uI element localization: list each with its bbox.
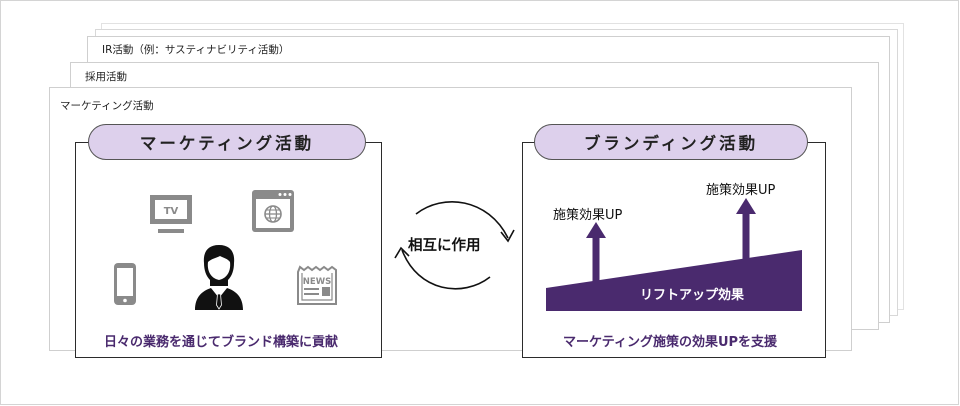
marketing-title: マーケティング活動 (139, 134, 315, 153)
browser-globe-icon (252, 190, 294, 232)
businessman-icon (195, 245, 243, 310)
lift-up-label: リフトアップ効果 (640, 288, 745, 303)
marketing-title-pill: マーケティング活動 (88, 124, 366, 160)
up-arrow-icon-1 (586, 222, 606, 286)
layer-label-recruit: 採用活動 (85, 71, 127, 83)
mutual-interaction-label: 相互に作用 (408, 238, 481, 254)
layer-label-marketing: マーケティング活動 (60, 100, 154, 112)
up-arrow-icon-2 (736, 198, 756, 262)
newspaper-icon: NEWS (297, 265, 337, 305)
smartphone-icon (114, 263, 136, 305)
cycle-arrows-icon (394, 201, 515, 290)
lift-up-wedge (546, 250, 802, 311)
tv-icon: TV (150, 195, 192, 233)
branding-caption: マーケティング施策の効果UPを支援 (563, 335, 778, 350)
measure-effect-up-label-1: 施策効果UP (553, 208, 623, 223)
marketing-caption: 日々の業務を通じてブランド構築に貢献 (104, 335, 339, 350)
layer-label-ir: IR活動（例：サスティナビリティ活動） (102, 44, 290, 56)
news-text: NEWS (303, 277, 331, 287)
branding-box (522, 142, 826, 358)
measure-effect-up-label-2: 施策効果UP (706, 183, 776, 198)
tv-text: TV (164, 206, 179, 217)
branding-title: ブランディング活動 (583, 134, 759, 153)
branding-title-pill: ブランディング活動 (534, 124, 808, 160)
